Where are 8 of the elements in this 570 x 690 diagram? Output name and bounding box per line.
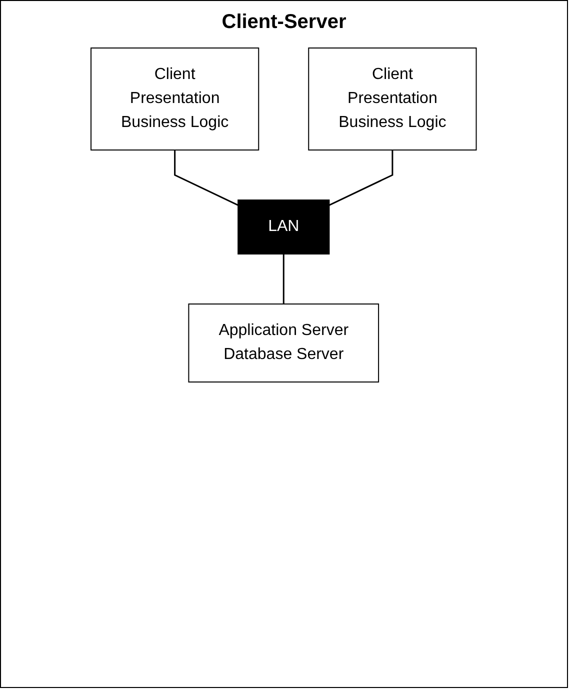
node-box: Client Presentation Business Logic [90,48,260,150]
connector [174,150,239,206]
diagram-title: Client-Server [222,11,346,34]
connector [329,150,394,206]
connector [283,254,285,304]
node-box: Client Presentation Business Logic [308,48,478,150]
node-box: Application Server Database Server [188,304,380,382]
node-box: LAN [238,200,330,254]
